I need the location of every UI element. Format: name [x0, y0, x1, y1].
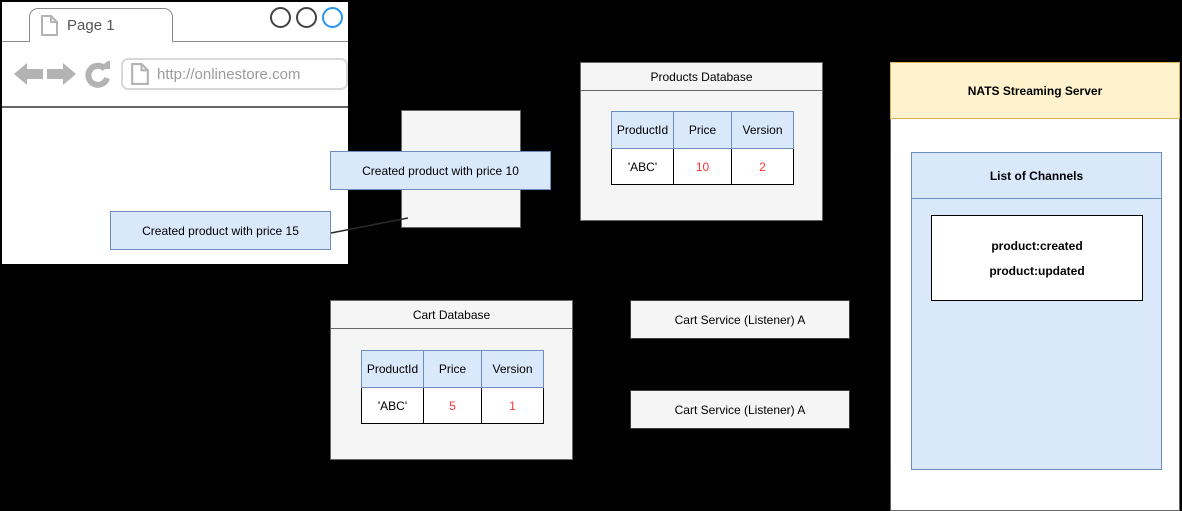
list-of-channels-title: List of Channels: [912, 153, 1161, 199]
url-text: http://onlinestore.com: [157, 65, 301, 83]
browser-tab[interactable]: Page 1: [29, 8, 173, 43]
table-header-row: ProductId Price Version: [611, 111, 794, 149]
cart-service-listener-a-2: Cart Service (Listener) A: [630, 390, 850, 429]
callout-connector-line: [330, 217, 409, 234]
url-bar[interactable]: http://onlinestore.com: [121, 58, 348, 90]
forward-icon[interactable]: [45, 61, 77, 87]
cart-database-box: Cart Database ProductId Price Version 'A…: [330, 300, 573, 460]
url-page-icon: [131, 63, 149, 85]
callout-label: Created product with price 15: [142, 223, 299, 238]
column-header: Price: [673, 111, 732, 149]
list-of-channels-box: List of Channels product:created product…: [911, 152, 1162, 470]
cell-product-id: 'ABC': [611, 148, 674, 185]
nats-server-body: List of Channels product:created product…: [890, 119, 1180, 511]
cell-price: 5: [423, 387, 482, 424]
refresh-icon[interactable]: [83, 60, 111, 88]
channel-list: product:created product:updated: [931, 215, 1143, 301]
cart-database-table: ProductId Price Version 'ABC' 5 1: [361, 350, 544, 424]
page-icon: [41, 14, 58, 36]
cell-price: 10: [673, 148, 732, 185]
service-label: Cart Service (Listener) A: [674, 402, 806, 417]
cell-version: 1: [481, 387, 544, 424]
cart-service-listener-a-1: Cart Service (Listener) A: [630, 300, 850, 339]
table-row: 'ABC' 10 2: [611, 148, 794, 185]
products-database-table: ProductId Price Version 'ABC' 10 2: [611, 111, 794, 185]
window-control-circle[interactable]: [296, 7, 317, 28]
column-header: Version: [731, 111, 794, 149]
nats-server-header: NATS Streaming Server: [890, 62, 1180, 119]
back-icon[interactable]: [13, 61, 45, 87]
column-header: Version: [481, 350, 544, 388]
column-header: Price: [423, 350, 482, 388]
window-control-circle[interactable]: [270, 7, 291, 28]
cell-version: 2: [731, 148, 794, 185]
table-header-row: ProductId Price Version: [361, 350, 544, 388]
window-control-circle-active[interactable]: [322, 7, 343, 28]
callout-created-price-15: Created product with price 15: [110, 211, 331, 250]
callout-created-price-10: Created product with price 10: [330, 151, 551, 190]
callout-label: Created product with price 10: [362, 163, 519, 178]
products-database-title: Products Database: [581, 63, 822, 91]
browser-nav-bar: http://onlinestore.com: [2, 42, 348, 108]
window-controls: [270, 7, 343, 28]
browser-window: Page 1 ht: [0, 0, 350, 266]
column-header: ProductId: [611, 111, 674, 149]
column-header: ProductId: [361, 350, 424, 388]
cart-database-title: Cart Database: [331, 301, 572, 329]
table-row: 'ABC' 5 1: [361, 387, 544, 424]
service-label: Cart Service (Listener) A: [674, 312, 806, 327]
channel-item: product:updated: [989, 263, 1085, 278]
products-database-box: Products Database ProductId Price Versio…: [580, 62, 823, 221]
nats-server-title: NATS Streaming Server: [967, 83, 1103, 98]
browser-tab-label: Page 1: [67, 16, 115, 34]
channel-item: product:created: [991, 238, 1083, 253]
browser-tab-strip: Page 1: [2, 2, 348, 43]
cell-product-id: 'ABC': [361, 387, 424, 424]
